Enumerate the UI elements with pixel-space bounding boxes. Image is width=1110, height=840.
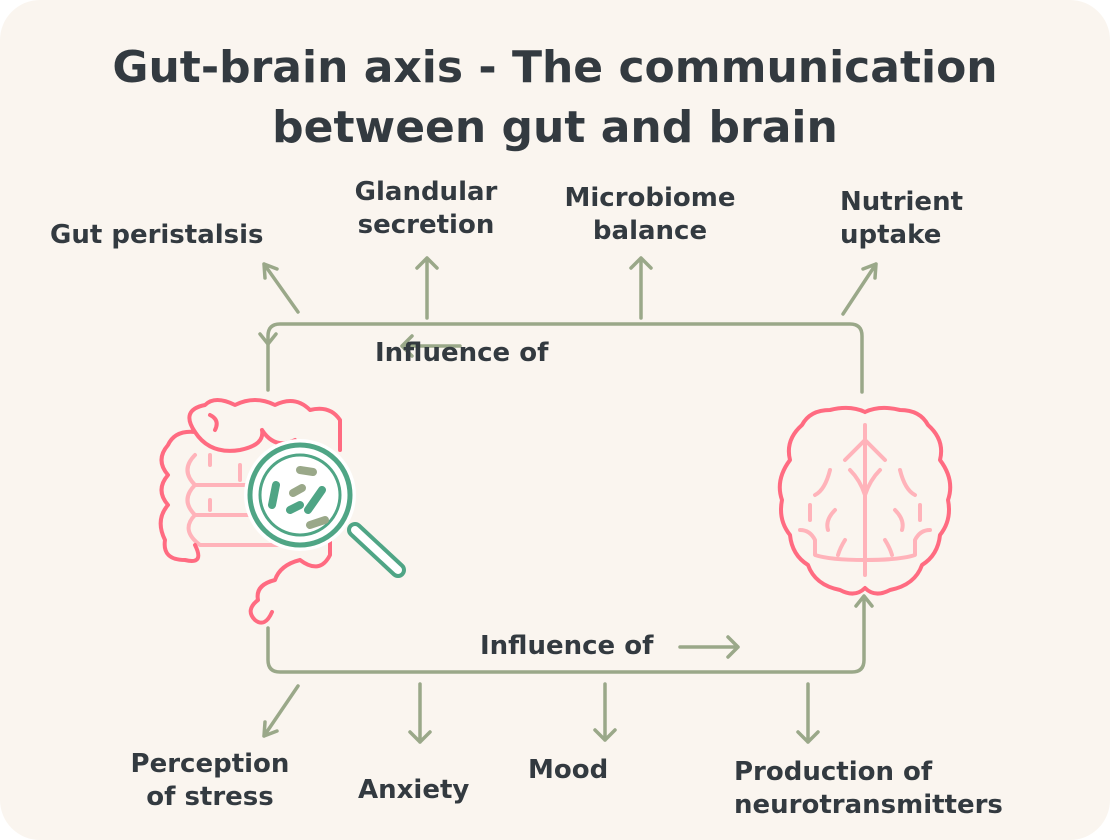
diagram-title: Gut-brain axis - The communication betwe… [0, 38, 1110, 158]
up-arrows [262, 256, 878, 320]
magnifier-icon [244, 439, 406, 578]
top-loop-arrowhead-icon [258, 332, 278, 346]
effect-nutrient-uptake: Nutrient uptake [840, 187, 964, 250]
title-line-1: Gut-brain axis - The communication [112, 42, 998, 93]
arrow-anxiety-icon [408, 682, 432, 744]
arrow-gut-peristalsis-icon [262, 262, 300, 314]
intestine-icon [158, 398, 342, 625]
effect-glandular-secretion: Glandular secretion [354, 177, 498, 240]
effect-mood: Mood [528, 755, 609, 785]
arrow-mood-icon [593, 682, 617, 742]
effect-anxiety: Anxiety [358, 775, 470, 805]
arrow-left-icon [400, 334, 462, 358]
arrow-right-icon [678, 635, 740, 659]
bottom-loop-line [266, 598, 866, 674]
arrow-nutrient-icon [841, 262, 878, 316]
effect-microbiome-balance: Microbiome balance [564, 183, 736, 246]
effect-production-of-neurotransmitters: Production of neurotransmitters [734, 757, 1003, 820]
bottom-loop-arrowhead-icon [854, 594, 874, 608]
title-line-2: between gut and brain [272, 102, 838, 153]
brain-icon [777, 405, 953, 596]
top-loop-line [266, 322, 864, 394]
arrow-stress-icon [262, 684, 300, 738]
down-arrows [262, 682, 820, 744]
arrow-glandular-icon [415, 256, 439, 320]
top-influence-label: Influence of [375, 338, 549, 368]
arrow-neurotransmitters-icon [796, 682, 820, 744]
bacteria-icon [268, 466, 329, 529]
arrow-microbiome-icon [629, 256, 653, 320]
effect-gut-peristalsis: Gut peristalsis [50, 220, 264, 250]
bottom-influence-label: Influence of [480, 631, 654, 661]
effect-perception-of-stress: Perception of stress [130, 749, 290, 812]
